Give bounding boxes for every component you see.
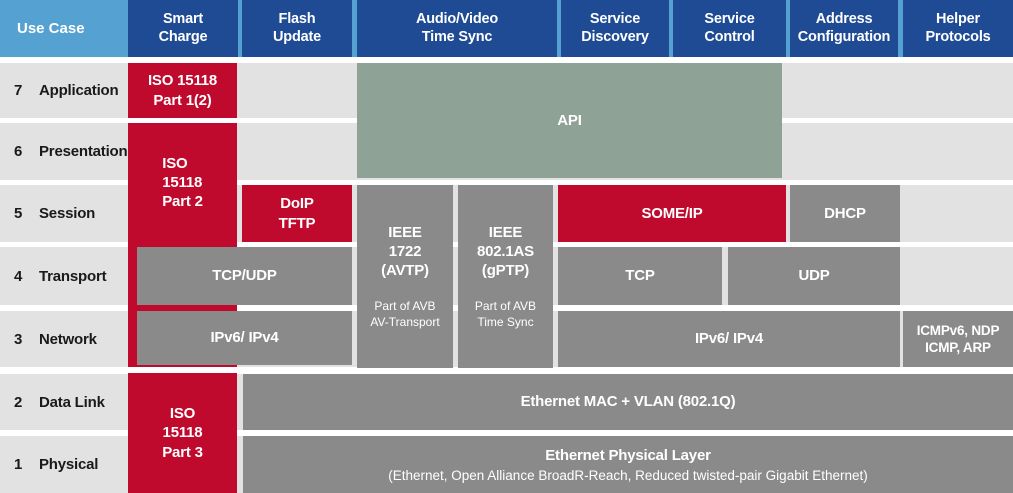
layer-number: 4 [14, 267, 23, 285]
block-ipv6-ipv4-left: IPv6/ IPv4 [137, 311, 352, 365]
block-tcp-udp: TCP/UDP [137, 247, 352, 305]
header-col-audio-video-time-sync: Audio/Video Time Sync [357, 0, 557, 57]
header-col-smart-charge: Smart Charge [128, 0, 238, 57]
block-ipv6-ipv4-right: IPv6/ IPv4 [558, 311, 900, 367]
layer-label: 1 Physical [0, 456, 98, 473]
header-col-service-discovery: Service Discovery [561, 0, 669, 57]
header-col-label: Smart Charge [158, 10, 208, 45]
layer-name: Application [39, 82, 119, 99]
layer-name: Data Link [39, 393, 105, 411]
layer-number: 5 [14, 205, 23, 222]
block-dhcp: DHCP [790, 185, 900, 242]
block-some-ip: SOME/IP [558, 185, 786, 242]
avb-transport-note: Part of AVB AV-Transport [370, 298, 440, 329]
layer-label: 4 Transport [0, 267, 107, 285]
ethernet-physical-title: Ethernet Physical Layer [545, 447, 711, 465]
header-col-label: Service Control [704, 10, 755, 45]
block-ieee-1722-avtp: IEEE 1722 (AVTP) Part of AVB AV-Transpor… [357, 185, 453, 368]
header-col-flash-update: Flash Update [242, 0, 352, 57]
header-col-address-configuration: Address Configuration [790, 0, 898, 57]
block-udp: UDP [728, 247, 900, 305]
layer-name: Transport [39, 267, 107, 285]
layer-name: Network [39, 330, 97, 348]
header-col-label: Service Discovery [581, 10, 649, 45]
layer-label: 6 Presentation [0, 143, 128, 160]
header-use-case: Use Case [17, 20, 85, 37]
avb-time-sync-note: Part of AVB Time Sync [474, 298, 537, 329]
layer-label: 7 Application [0, 82, 119, 99]
block-ieee-802-1as-gptp: IEEE 802.1AS (gPTP) Part of AVB Time Syn… [458, 185, 553, 368]
header-col-service-control: Service Control [673, 0, 786, 57]
layer-name: Session [39, 205, 96, 222]
block-tcp: TCP [558, 247, 722, 305]
layer-number: 7 [14, 82, 23, 99]
header-col-label: Audio/Video Time Sync [415, 10, 499, 45]
block-doip-tftp: DoIP TFTP [242, 185, 352, 242]
layer-name: Physical [39, 456, 99, 473]
layer-number: 1 [14, 456, 23, 473]
header-col-helper-protocols: Helper Protocols [903, 0, 1013, 57]
header-col-label: Address Configuration [797, 10, 891, 45]
ethernet-physical-subtitle: (Ethernet, Open Alliance BroadR-Reach, R… [388, 467, 868, 483]
block-iso-15118-part-1: ISO 15118 Part 1(2) [128, 63, 237, 118]
layer-number: 3 [14, 330, 23, 348]
block-ethernet-physical-layer: Ethernet Physical Layer (Ethernet, Open … [243, 436, 1013, 493]
layer-number: 6 [14, 143, 23, 160]
layer-label: 2 Data Link [0, 394, 105, 411]
layer-label: 5 Session [0, 205, 95, 222]
block-api: API [357, 63, 782, 178]
block-ethernet-mac-vlan: Ethernet MAC + VLAN (802.1Q) [243, 374, 1013, 430]
block-iso-15118-part-3: ISO 15118 Part 3 [128, 373, 237, 493]
header-col-label: Helper Protocols [925, 10, 991, 45]
layer-label: 3 Network [0, 331, 97, 348]
iso-15118-part-2-text: ISO 15118 Part 2 [162, 154, 203, 211]
layer-name: Presentation [39, 143, 128, 160]
block-icmpv6-ndp-icmp-arp: ICMPv6, NDP ICMP, ARP [903, 311, 1013, 367]
layer-number: 2 [14, 393, 23, 411]
header-col-label: Flash Update [273, 10, 321, 45]
